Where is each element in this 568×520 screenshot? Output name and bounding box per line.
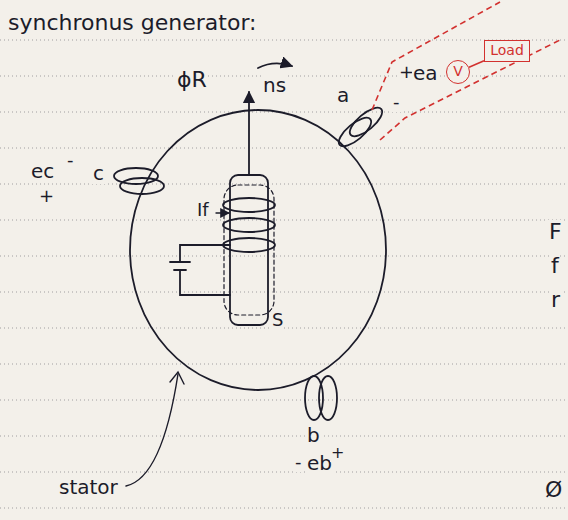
ruled-lines — [0, 40, 568, 508]
field-winding — [223, 218, 275, 232]
sketch-label: S — [271, 310, 284, 330]
coil-a-loop — [346, 103, 387, 141]
ruled-line — [0, 148, 568, 149]
voltmeter-circle: V — [446, 60, 470, 84]
ruled-line — [0, 472, 568, 473]
sketch-label: c — [92, 162, 105, 184]
coil-c-loop — [114, 168, 158, 184]
ruled-line — [0, 436, 568, 437]
sketch-label: - — [294, 452, 303, 472]
meter-load-wire — [469, 61, 484, 67]
stator-leader-hook — [170, 372, 184, 384]
sketch-label: ec — [30, 160, 55, 182]
stator-leader — [126, 374, 178, 486]
sketch-label: b — [306, 424, 321, 446]
ruled-line — [0, 364, 568, 365]
node-text: V — [453, 64, 463, 79]
stator-circle — [130, 110, 386, 390]
sketch-label: + — [330, 444, 345, 462]
sketch-label: eb — [306, 452, 333, 474]
sketch-label: stator — [58, 476, 119, 498]
coil-b-loop — [305, 376, 323, 420]
sketch-label: + — [38, 186, 55, 206]
sketch-label: F — [548, 220, 563, 244]
sketch-label: ns — [262, 74, 287, 96]
node-text: Load — [490, 43, 524, 58]
field-battery-circuit — [170, 245, 230, 295]
sketch-label: - — [392, 92, 401, 112]
flux-arrow — [248, 92, 250, 175]
sketch-label: ea — [412, 62, 439, 84]
ruled-line — [0, 508, 568, 509]
ruled-line — [0, 292, 568, 293]
red-dashed-lead — [380, 40, 560, 140]
machine-sketch — [114, 63, 386, 486]
load-box: Load — [484, 40, 530, 62]
ruled-line — [0, 256, 568, 257]
coil-c-loop — [120, 178, 164, 194]
current-arrow — [216, 212, 229, 213]
coil-a-loop — [335, 113, 376, 151]
rotor-outline — [224, 185, 274, 315]
page-title: synchronus generator: — [6, 10, 259, 35]
ruled-line — [0, 400, 568, 401]
sketch-label: r — [550, 288, 561, 312]
ruled-line — [0, 184, 568, 185]
sketch-label: Ø — [544, 478, 563, 502]
sketch-label: a — [336, 84, 350, 106]
coil-b-loop — [319, 376, 337, 420]
sketch-label: ϕR — [176, 68, 208, 92]
sketch-label: If — [196, 200, 210, 220]
field-winding — [223, 198, 275, 212]
sketch-label: f — [550, 254, 560, 278]
speed-arrow — [258, 63, 292, 68]
ruled-line — [0, 40, 568, 41]
load-connection-band — [372, 2, 560, 140]
sketch-label: - — [66, 150, 75, 170]
ruled-line — [0, 220, 568, 221]
